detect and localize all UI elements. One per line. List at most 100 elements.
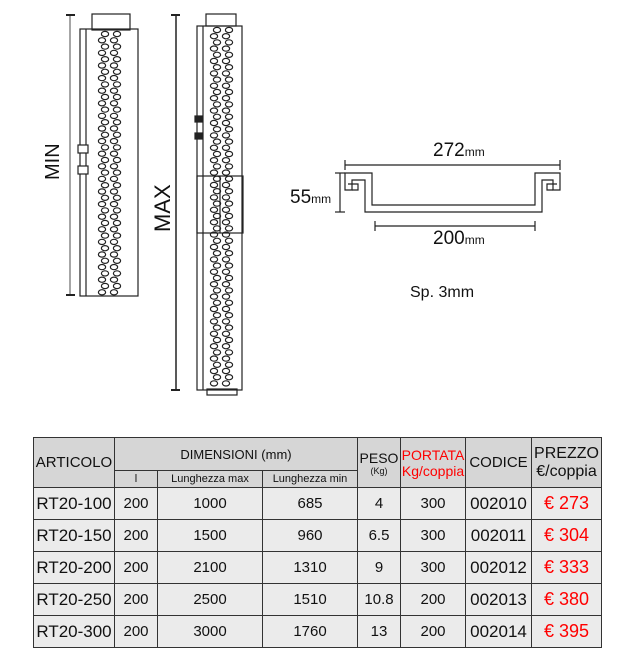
slot-hole [109,87,119,94]
slot-hole [209,94,219,102]
slot-hole [209,119,219,127]
thickness-label: Sp. 3mm [410,284,475,301]
cell-portata: 300 [400,519,466,552]
slot-hole [209,330,219,337]
slot-hole [224,249,234,257]
cell-articolo: RT20-250 [33,583,115,616]
slot-hole [221,355,231,362]
cell-lmin: 1760 [262,615,358,648]
slot-hole [100,106,110,113]
slot-hole [221,218,231,226]
slot-hole [209,181,219,189]
slot-hole [100,30,110,38]
slot-hole [209,231,219,238]
slot-hole [209,144,219,151]
cell-prezzo: € 304 [531,519,602,552]
slot-hole [224,349,234,356]
slot-hole [224,39,234,46]
cell-lmax: 2500 [157,583,263,616]
slot-hole [212,212,222,220]
slot-hole [224,113,234,121]
slot-hole [212,175,222,182]
cell-peso: 6.5 [357,519,401,552]
slot-hole [209,355,219,362]
slot-hole [109,125,119,132]
slot-hole [112,244,122,252]
slot-hole [112,169,122,176]
slot-hole [212,88,222,96]
header-articolo: ARTICOLO [33,437,115,488]
slot-hole [109,213,119,220]
slot-hole [100,181,110,189]
slot-hole [212,187,222,195]
slot-hole [212,274,222,282]
slot-hole [112,118,122,126]
slot-hole [212,349,222,356]
slot-hole [109,251,119,258]
slot-hole [221,380,231,387]
slot-hole [97,125,107,132]
peso-label: PESO [359,449,399,466]
slot-hole [112,144,122,151]
cell-prezzo: € 380 [531,583,602,616]
cell-prezzo: € 395 [531,615,602,648]
slot-hole [100,68,110,76]
slot-hole [212,200,222,207]
prezzo-unit: €/coppia [536,462,597,480]
slot-hole [100,118,110,126]
slot-hole [221,70,231,77]
slot-hole [112,43,122,50]
slot-hole [112,56,122,63]
slot-hole [224,101,234,108]
slot-hole [112,282,122,290]
cell-codice: 002011 [465,519,532,552]
slot-hole [112,219,122,227]
slot-hole [209,82,219,90]
slot-hole [209,156,219,164]
slot-hole [221,107,231,114]
slot-hole [224,374,234,381]
cell-lmax: 1500 [157,519,263,552]
slot-hole [209,218,219,226]
header-prezzo: PREZZO€/coppia [531,437,602,488]
slot-hole [109,150,119,157]
slot-hole [100,219,110,227]
slot-hole [221,231,231,238]
slot-hole [109,200,119,208]
slot-hole [221,169,231,176]
cell-lmin: 1310 [262,551,358,584]
slot-hole [109,100,119,107]
header-l: l [114,470,158,488]
product-drawing [66,13,561,396]
cell-articolo: RT20-100 [33,487,115,520]
height-value: 55 [290,187,312,208]
slot-hole [209,367,219,375]
slot-hole [221,181,231,189]
slot-hole [109,175,119,183]
slot-hole [221,82,231,90]
slot-hole [209,169,219,176]
slot-hole [221,94,231,102]
slot-hole [109,226,119,233]
slot-hole [209,318,219,325]
slot-hole [209,57,219,65]
slot-hole [109,112,119,120]
slot-hole [100,282,110,290]
slot-hole [209,243,219,251]
slot-hole [221,281,231,288]
slot-hole [97,112,107,120]
slot-hole [221,45,231,52]
slot-hole [221,33,231,40]
slot-hole [97,62,107,69]
slot-hole [112,156,122,164]
slot-hole [100,93,110,101]
slot-hole [109,137,119,145]
slot-hole [112,270,122,277]
slot-hole [212,237,222,244]
slot-hole [224,237,234,244]
slot-hole [112,30,122,38]
